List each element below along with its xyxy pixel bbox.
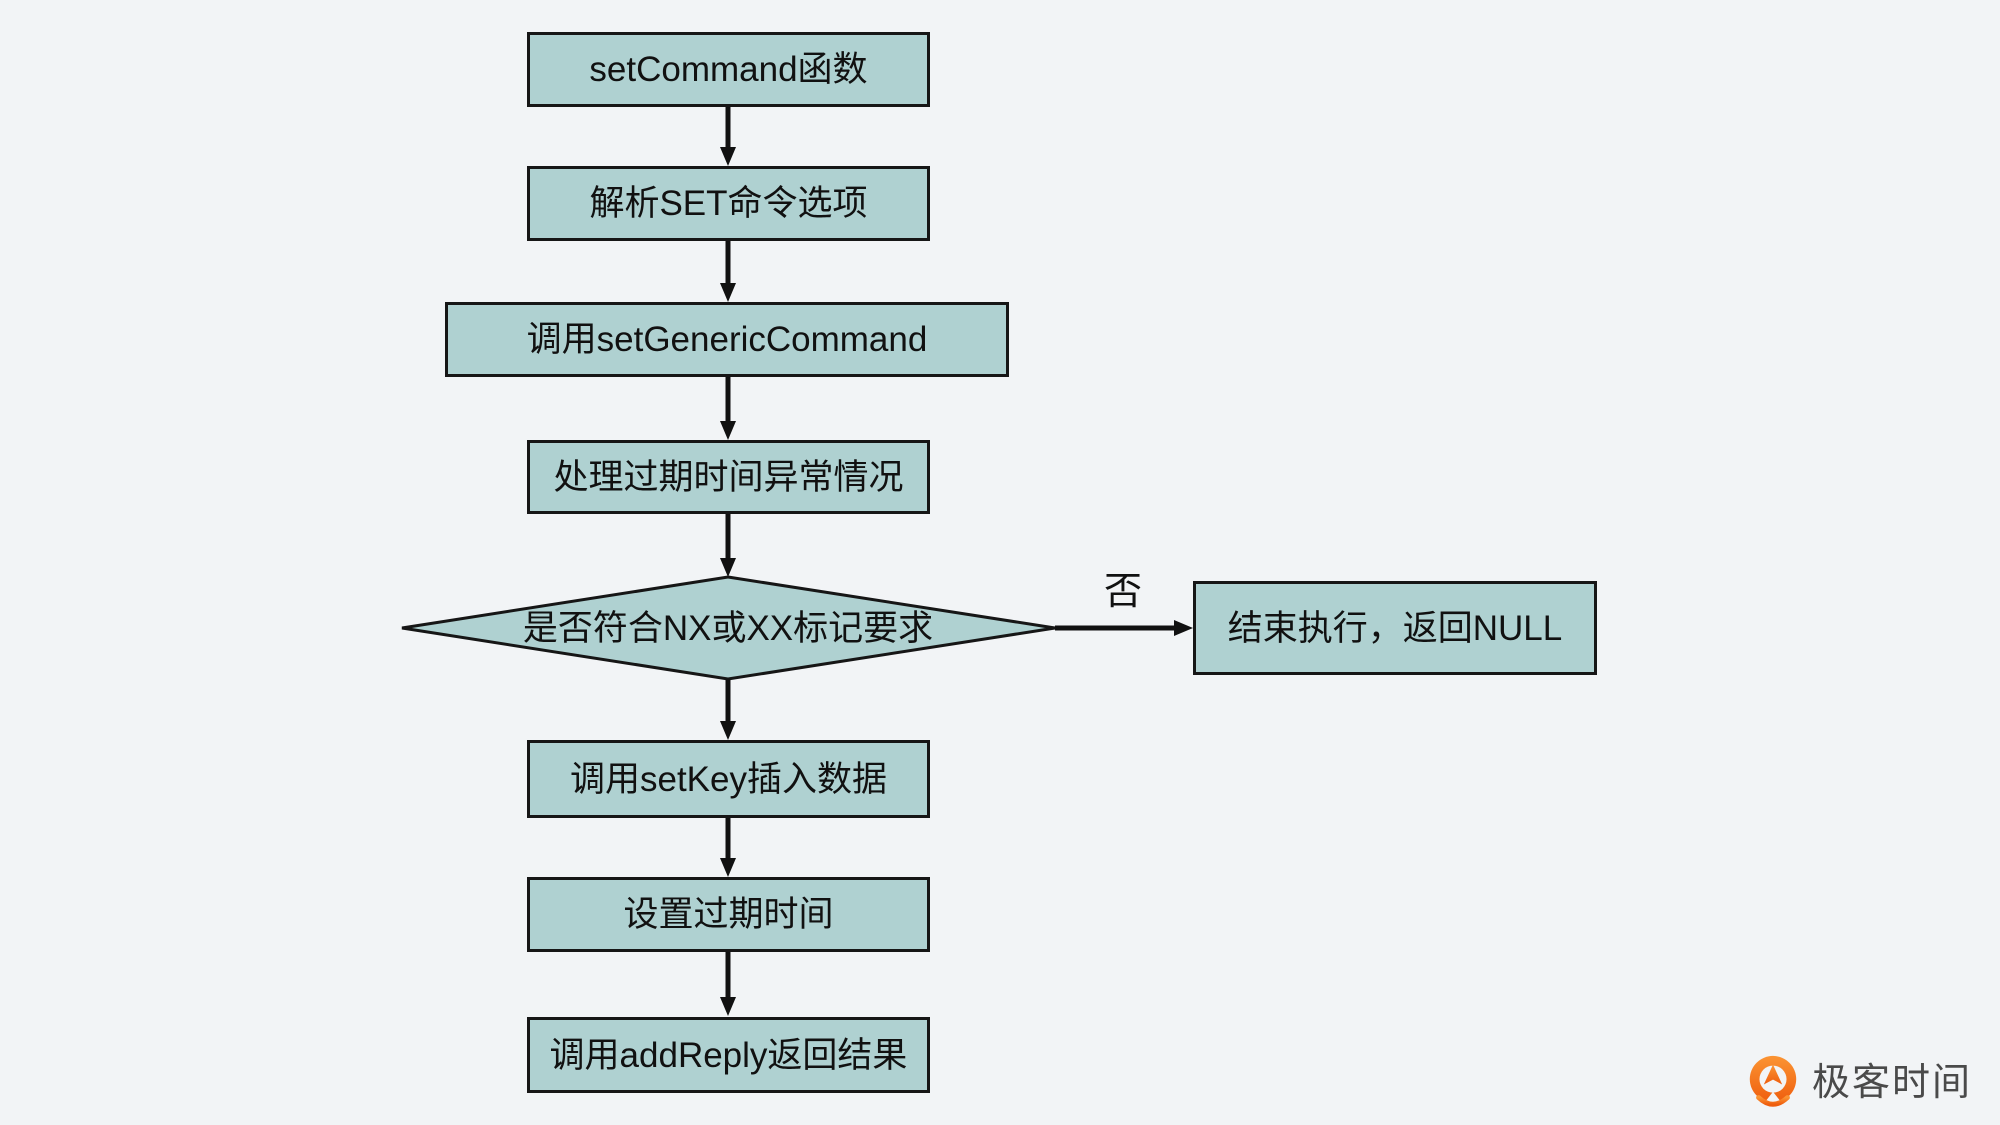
flow-node-parse-set-options: 解析SET命令选项: [527, 166, 930, 241]
arrow-setkey-to-set-expire: [720, 818, 736, 877]
geektime-logo-text: 极客时间: [1812, 1062, 1973, 1104]
arrow-generic-command-to-expire-exception: [720, 377, 736, 440]
flow-node-call-set-generic-command: 调用setGenericCommand: [445, 302, 1009, 377]
arrow-expire-exception-to-decision: [720, 514, 736, 577]
geektime-logo: 极客时间: [1744, 1052, 1972, 1114]
flow-node-check-nx-xx-flags-label: 是否符合NX或XX标记要求: [522, 608, 934, 648]
arrow-parse-to-generic-command: [720, 241, 736, 302]
flow-node-set-command: setCommand函数: [527, 32, 930, 107]
arrow-decision-to-setkey: [720, 679, 736, 740]
flow-node-call-addreply-return: 调用addReply返回结果: [527, 1017, 930, 1093]
geektime-logo-icon: [1749, 1055, 1797, 1110]
arrow-set-command-to-parse: [720, 107, 736, 166]
flow-node-call-setkey-insert: 调用setKey插入数据: [527, 740, 930, 818]
flow-node-end-return-null: 结束执行，返回NULL: [1193, 581, 1597, 675]
flow-node-handle-expire-exception: 处理过期时间异常情况: [527, 440, 930, 514]
edge-label-no: 否: [1103, 571, 1142, 613]
flow-node-set-expire-time: 设置过期时间: [527, 877, 930, 952]
arrow-decision-no-branch: [1055, 620, 1193, 636]
arrow-set-expire-to-addreply: [720, 952, 736, 1016]
